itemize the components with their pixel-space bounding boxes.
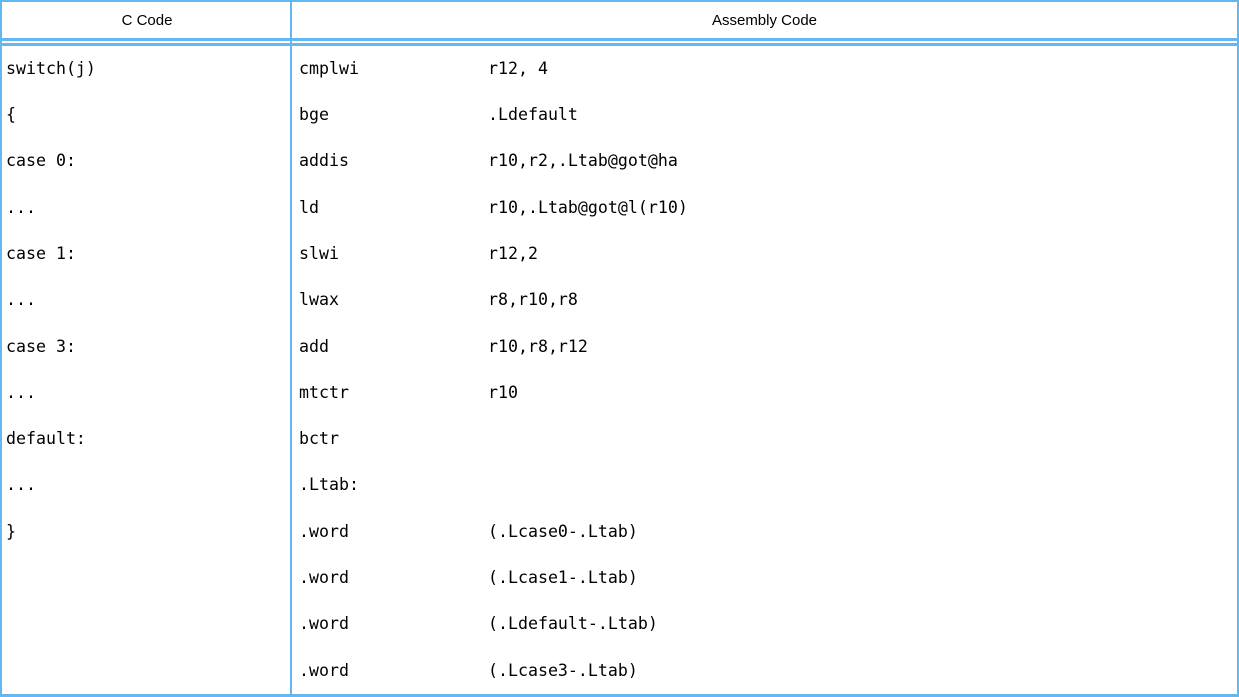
table-row: } .word (.Lcase0-.Ltab)	[2, 509, 1237, 555]
asm-operand: r12, 4	[488, 58, 548, 78]
c-code-cell: default:	[6, 429, 86, 449]
c-code-cell: switch(j)	[6, 58, 96, 78]
header-double-rule	[2, 43, 1237, 46]
assembly-cell: ld r10,.Ltab@got@l(r10)	[292, 197, 1237, 217]
c-code-cell: ...	[6, 290, 36, 310]
assembly-cell: .Ltab:	[292, 477, 1237, 494]
table-row: default: bctr	[2, 416, 1237, 462]
asm-mnemonic: .word	[299, 567, 349, 587]
asm-operand: r8,r10,r8	[488, 290, 578, 310]
table-row: { bge .Ldefault	[2, 92, 1237, 138]
header-assembly-code: Assembly Code	[711, 11, 818, 29]
assembly-cell: addis r10,r2,.Ltab@got@ha	[292, 153, 1237, 170]
assembly-cell: cmplwi r12, 4	[292, 58, 1237, 78]
asm-mnemonic: bctr	[299, 429, 339, 449]
table-row: switch(j) cmplwi r12, 4	[2, 46, 1237, 92]
table-row: case 3: add r10,r8,r12	[2, 324, 1237, 370]
c-code-cell: }	[6, 521, 16, 541]
assembly-cell: bctr	[292, 429, 1237, 449]
table-row: .word (.Lcase3-.Ltab)	[2, 648, 1237, 694]
assembly-cell: bge .Ldefault	[292, 105, 1237, 125]
c-code-cell: ...	[6, 197, 36, 217]
asm-mnemonic: slwi	[299, 243, 339, 263]
asm-operand: (.Ldefault-.Ltab)	[488, 614, 658, 634]
c-code-cell: ...	[6, 475, 36, 495]
asm-operand: (.Lcase0-.Ltab)	[488, 521, 638, 541]
table-row: case 0: addis r10,r2,.Ltab@got@ha	[2, 139, 1237, 185]
c-code-cell: case 0:	[6, 151, 76, 171]
asm-mnemonic: .word	[299, 614, 349, 634]
table-row: ... mtctr r10	[2, 370, 1237, 416]
table-body: switch(j) cmplwi r12, 4 { bge .Ldefault ca…	[2, 46, 1237, 694]
asm-operand: (.Lcase1-.Ltab)	[488, 567, 638, 587]
asm-mnemonic: .word	[299, 660, 349, 680]
asm-mnemonic: mtctr	[299, 382, 349, 402]
c-code-cell: {	[6, 105, 16, 125]
header-row: C Code Assembly Code	[2, 2, 1237, 41]
table-row: ... lwax r8,r10,r8	[2, 277, 1237, 323]
table-row: case 1: slwi r12,2	[2, 231, 1237, 277]
assembly-cell: .word (.Lcase1-.Ltab)	[292, 567, 1237, 587]
table-row: ... ld r10,.Ltab@got@l(r10)	[2, 185, 1237, 231]
asm-mnemonic: .word	[299, 521, 349, 541]
asm-mnemonic: cmplwi	[299, 58, 359, 78]
asm-mnemonic: add	[299, 336, 329, 356]
asm-operand: .Ldefault	[488, 105, 578, 125]
header-c-code: C Code	[121, 11, 173, 29]
asm-operand: r10,r8,r12	[488, 336, 588, 356]
table-row: ... .Ltab:	[2, 463, 1237, 509]
asm-mnemonic: lwax	[299, 290, 339, 310]
c-code-cell: ...	[6, 382, 36, 402]
assembly-cell: .word (.Ldefault-.Ltab)	[292, 614, 1237, 634]
assembly-cell: mtctr r10	[292, 382, 1237, 402]
header-rule-gap	[2, 41, 1237, 43]
asm-mnemonic: bge	[299, 105, 329, 125]
asm-operand: r10,r2,.Ltab@got@ha	[488, 151, 678, 171]
asm-operand: r10,.Ltab@got@l(r10)	[488, 197, 688, 217]
asm-operand: (.Lcase3-.Ltab)	[488, 660, 638, 680]
assembly-cell: .word (.Lcase0-.Ltab)	[292, 521, 1237, 541]
asm-operand: r10	[488, 382, 518, 402]
asm-mnemonic: .Ltab:	[299, 475, 359, 495]
assembly-cell: lwax r8,r10,r8	[292, 290, 1237, 310]
assembly-cell: slwi r12,2	[292, 243, 1237, 263]
assembly-cell: add r10,r8,r12	[292, 336, 1237, 356]
asm-mnemonic: addis	[299, 151, 349, 171]
asm-mnemonic: ld	[299, 197, 319, 217]
table-row: .word (.Lcase1-.Ltab)	[2, 555, 1237, 601]
column-divider	[290, 2, 292, 694]
c-code-cell: case 1:	[6, 243, 76, 263]
assembly-cell: .word (.Lcase3-.Ltab)	[292, 660, 1237, 680]
asm-operand: r12,2	[488, 243, 538, 263]
table-row: .word (.Ldefault-.Ltab)	[2, 601, 1237, 647]
c-code-cell: case 3:	[6, 336, 76, 356]
